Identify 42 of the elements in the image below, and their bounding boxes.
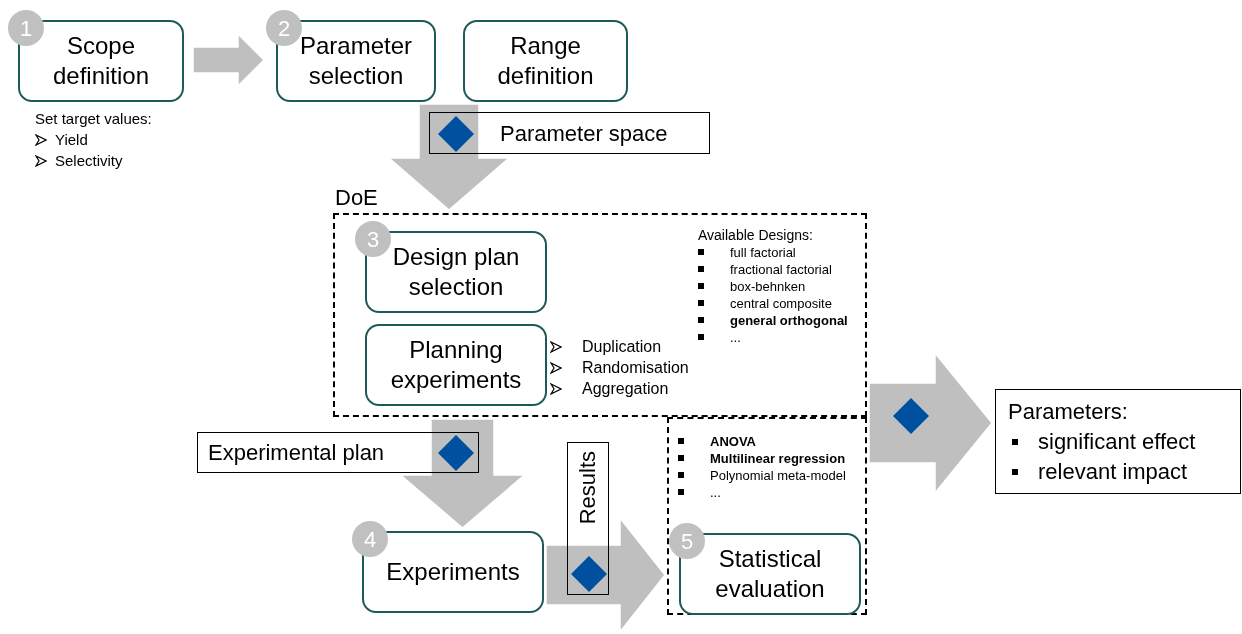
box-label: Experimental plan [208,439,385,467]
step-number-badge: 2 [266,10,302,46]
note-text: Set target values: [35,109,152,129]
label-box [197,432,479,473]
box-label: Results [574,451,601,525]
list-item: Selectivity [55,151,123,171]
label-box [429,112,710,154]
list-item: fractional factorial [730,261,832,278]
list-item: general orthogonal [730,312,848,329]
result-box [995,389,1241,494]
step-number-badge: 3 [355,221,391,257]
list-heading: Available Designs: [698,226,814,244]
list-item: Randomisation [582,358,689,378]
list-item: ... [710,484,721,501]
step-number-badge: 5 [669,523,705,559]
box-heading: Parameters: [1008,397,1129,426]
box-label: Planning experiments [389,335,523,395]
list-item: Multilinear regression [710,450,846,467]
dashed-region [667,417,867,615]
box-label: Range definition [496,31,595,91]
list-item: ANOVA [710,433,756,450]
list-item: Aggregation [582,379,669,399]
box-label: Statistical evaluation [714,544,826,604]
list-item: ... [730,329,741,346]
box-label: Experiments [385,557,521,587]
list-item: significant effect [1038,427,1196,456]
region-heading: DoE [335,184,378,212]
step-number-badge: 4 [352,521,388,557]
list-item: full factorial [730,244,796,261]
box-label: Design plan selection [391,242,521,302]
list-item: box-behnken [730,278,806,295]
box-label: Scope definition [51,31,151,91]
list-item: Duplication [582,337,662,357]
process-box [365,324,547,406]
list-item: Polynomial meta-model [710,467,846,484]
label-box [567,442,609,595]
step-number-badge: 1 [8,10,44,46]
list-item: Yield [55,130,88,150]
box-label: Parameter space [500,119,668,148]
list-item: central composite [730,295,832,312]
process-box [463,20,628,102]
list-item: relevant impact [1038,457,1188,486]
